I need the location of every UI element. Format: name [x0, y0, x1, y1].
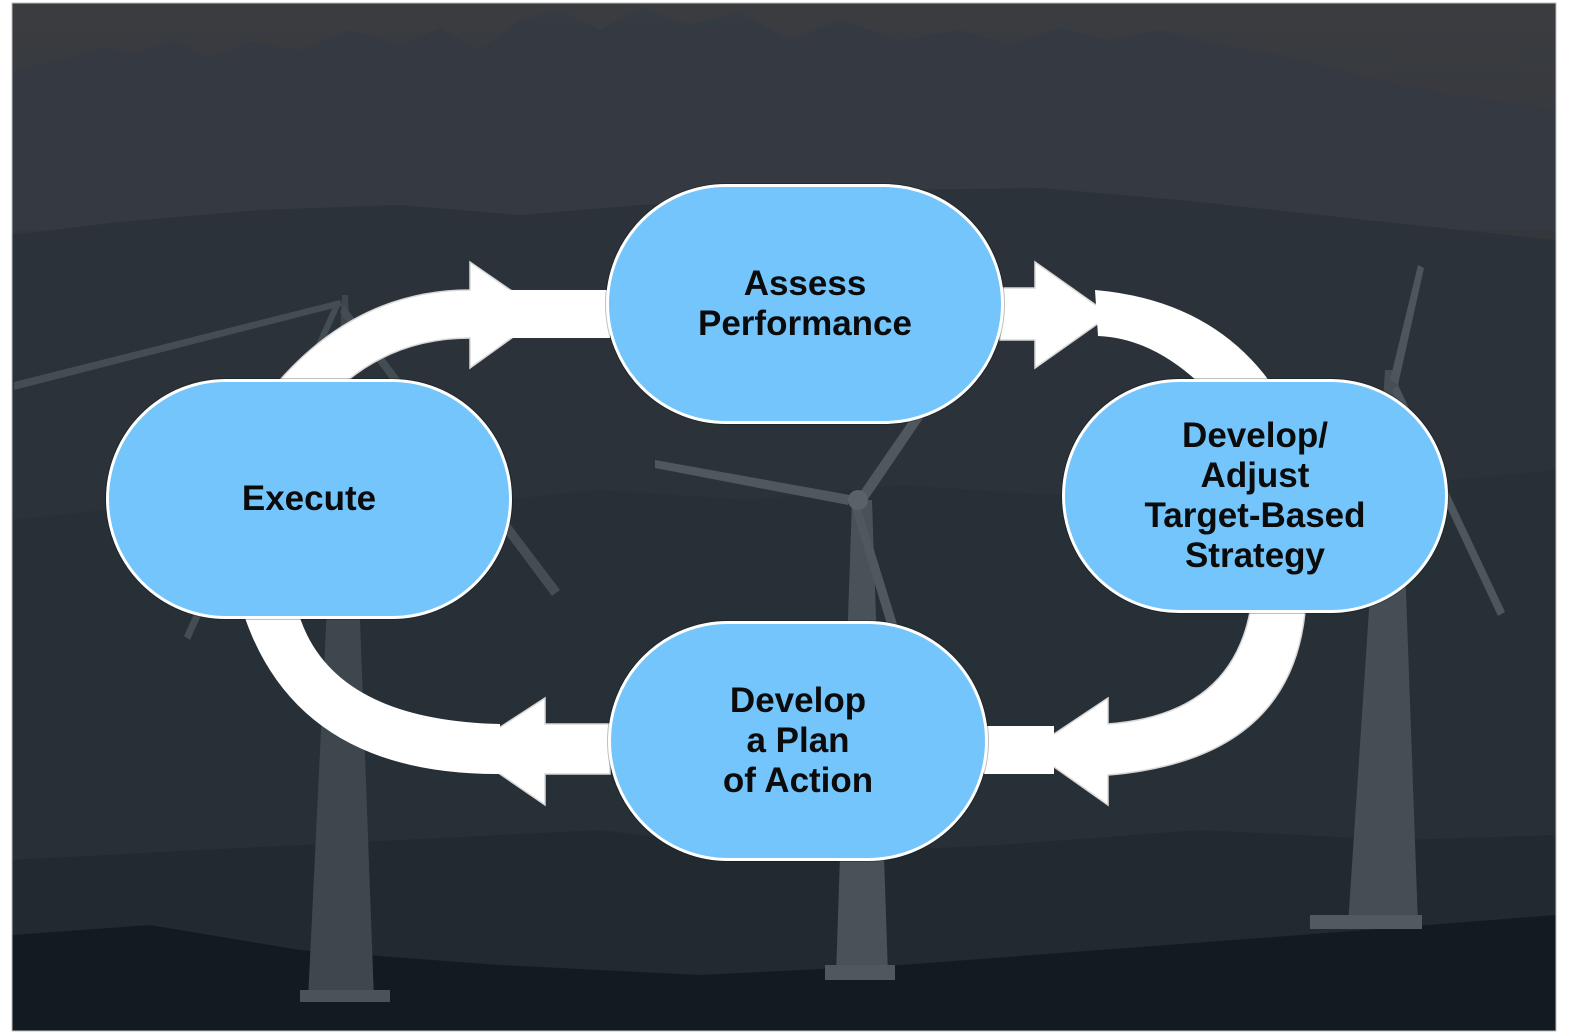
arrow-execute-to-assess: [278, 260, 547, 381]
arrow-strategy-to-plan: [1028, 611, 1306, 807]
arrow-shaft-bottom-right: [984, 726, 1054, 774]
foreground-hill: [12, 915, 1556, 1031]
arrow-shaft-top-left: [510, 290, 610, 338]
arc-bottom-left: [245, 618, 500, 775]
cycle-arrows: [245, 260, 1306, 807]
arc-top-right: [1095, 290, 1270, 382]
node-assess-performance: Assess Performance: [606, 184, 1004, 424]
far-mountains: [12, 8, 1556, 230]
node-execute: Execute: [106, 379, 512, 619]
arrow-plan-to-execute: [463, 696, 611, 807]
arrow-assess-to-strategy: [999, 260, 1112, 370]
node-develop-adjust-strategy: Develop/ Adjust Target-Based Strategy: [1062, 379, 1448, 613]
node-develop-plan-of-action: Develop a Plan of Action: [608, 621, 988, 861]
